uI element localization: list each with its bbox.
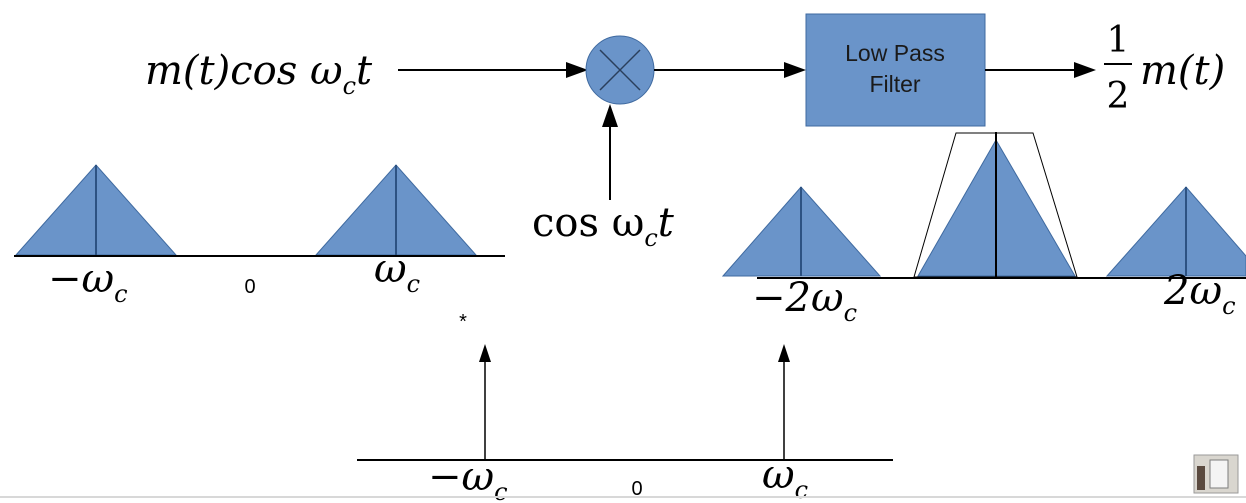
multiplier-to-filter-head (784, 62, 806, 78)
input-signal-label: m(t)cos ωct (145, 48, 373, 100)
carrier-label: cos ωct (532, 200, 675, 252)
filter-label-line1: Low Pass (845, 40, 945, 66)
output-signal-label: 1 2 m(t) (1104, 20, 1225, 117)
product-spectrum: −2ωc 2ωc (721, 132, 1246, 327)
output-arrow-head (1074, 62, 1096, 78)
input-arrow-head (566, 62, 588, 78)
presenter-thumbnail (1193, 454, 1239, 494)
block-diagram: m(t)cos ωct cos ωct Low Pass Filter (145, 13, 1225, 252)
multiplier-block (585, 35, 655, 105)
filter-label-line2: Filter (869, 71, 920, 97)
multiplier-cross-b (599, 49, 641, 91)
thumbnail-board (1209, 459, 1229, 489)
impulse-neg-head (479, 344, 491, 362)
convolution-symbol: * (459, 311, 467, 333)
impulse-pos-head (778, 344, 790, 362)
input-spectrum-right-label: ωc (374, 246, 420, 298)
input-spectrum-left-label: −ωc (48, 256, 128, 308)
input-spectrum: −ωc 0 ωc (14, 164, 505, 308)
output-message-label: m(t) (1140, 48, 1225, 94)
output-fraction-numerator: 1 (1107, 20, 1130, 61)
input-spectrum-zero-label: 0 (244, 276, 255, 298)
carrier-spectrum-left-label: −ωc (428, 454, 508, 503)
product-spectrum-left-label: −2ωc (752, 275, 857, 327)
thumbnail-figure (1197, 466, 1205, 490)
carrier-spectrum: −ωc 0 ωc (357, 344, 893, 503)
low-pass-filter-block: Low Pass Filter (805, 13, 986, 127)
filter-rect (805, 13, 986, 127)
spectrum-triangle-plus-2wc (1105, 186, 1246, 277)
carrier-arrow-head (602, 104, 618, 127)
product-spectrum-right-label: 2ωc (1163, 268, 1236, 320)
carrier-spectrum-zero-label: 0 (631, 478, 642, 500)
output-fraction-denominator: 2 (1107, 76, 1130, 117)
